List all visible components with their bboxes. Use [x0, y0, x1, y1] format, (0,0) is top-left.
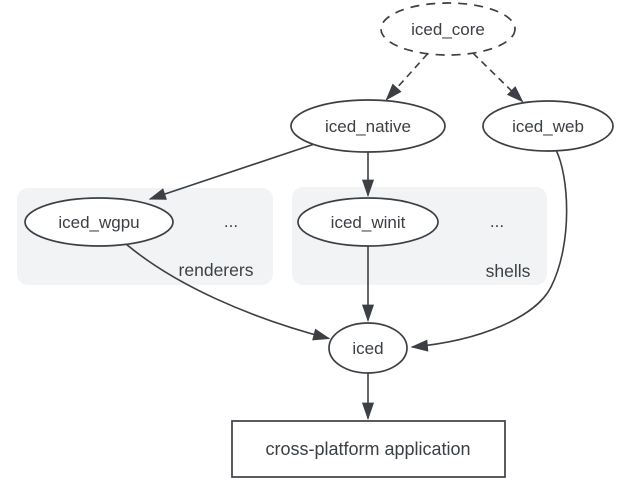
node-iced-wgpu-label: iced_wgpu: [58, 213, 139, 232]
group-shells-label: shells: [486, 261, 531, 281]
node-iced-core-label: iced_core: [411, 20, 485, 39]
node-iced-winit: [297, 197, 439, 247]
edge-iced_native-to-iced_wgpu: [148, 143, 314, 200]
edge-iced_wgpu-to-iced: [125, 243, 331, 341]
edge-iced_core-to-iced_web: [472, 52, 524, 103]
node-iced-label: iced: [352, 339, 383, 358]
edge-iced_core-to-iced_native: [385, 53, 429, 101]
group-renderers-label: renderers: [179, 260, 254, 280]
renderers-ellipsis: ...: [224, 212, 238, 231]
node-iced-core: [380, 2, 516, 56]
edge-iced_web-to-iced: [410, 149, 568, 352]
node-application: [231, 420, 506, 478]
node-iced-web-label: iced_web: [512, 117, 584, 136]
shells-ellipsis: ...: [490, 212, 504, 231]
node-application-label: cross-platform application: [265, 439, 470, 459]
node-iced: [328, 322, 408, 374]
node-iced-native: [290, 99, 446, 153]
node-iced-wgpu: [24, 197, 174, 247]
node-iced-web: [482, 100, 614, 152]
node-iced-native-label: iced_native: [325, 117, 411, 136]
node-iced-winit-label: iced_winit: [331, 213, 406, 232]
